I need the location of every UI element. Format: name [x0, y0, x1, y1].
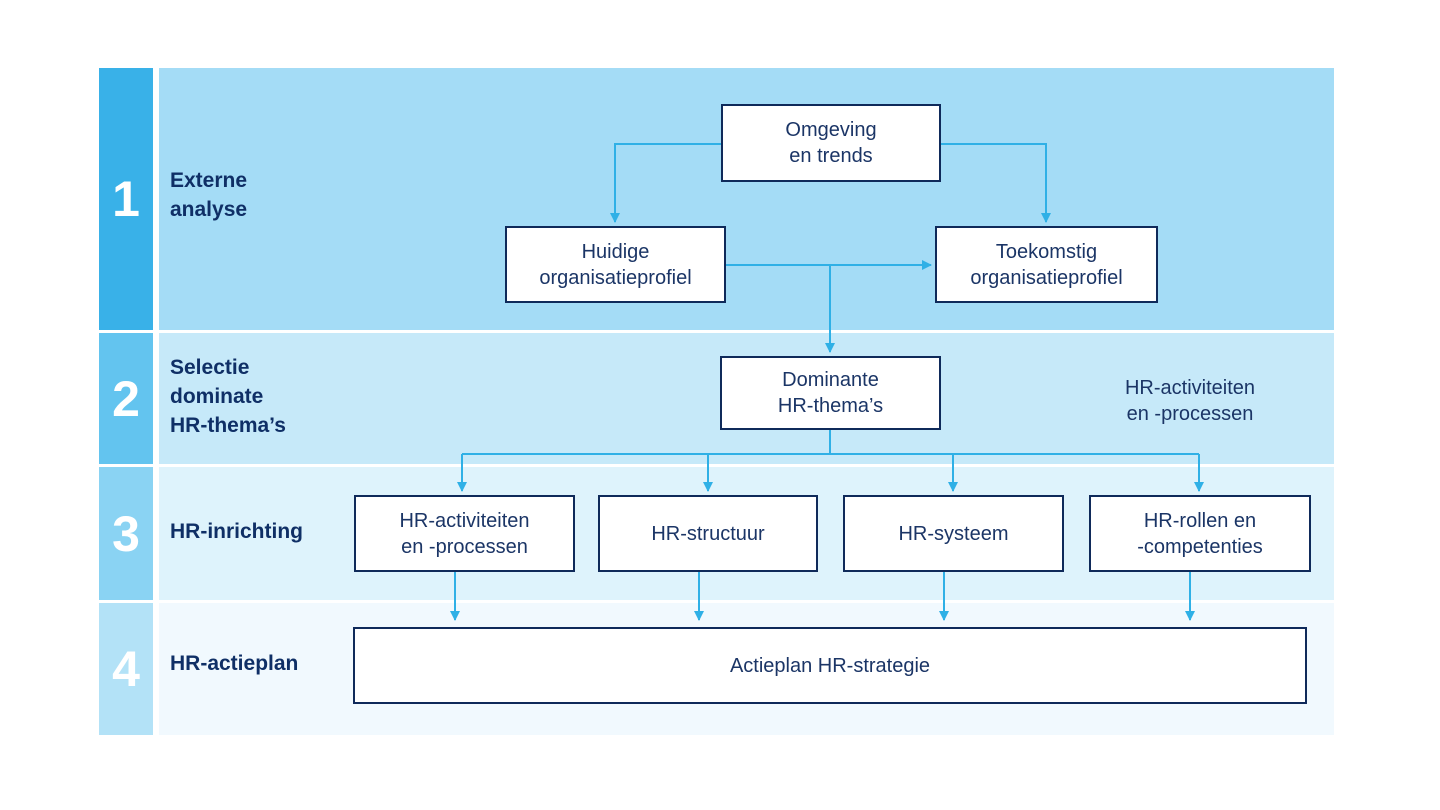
- phase-1-label-line-2: analyse: [170, 198, 248, 221]
- box-hr-structuur-line-1: HR-structuur: [651, 522, 765, 545]
- box-hr-activiteiten: HR-activiteiten en -processen: [354, 495, 575, 572]
- phase-3-label: HR-inrichting: [170, 516, 303, 546]
- phase-2-label-line-3: HR-thema’s: [170, 414, 286, 437]
- box-toekomstig-line-1: Toekomstig: [995, 240, 1098, 263]
- box-hr-activiteiten-line-2: en -processen: [401, 535, 528, 558]
- box-hr-systeem: HR-systeem: [843, 495, 1064, 572]
- box-hr-structuur: HR-structuur: [598, 495, 818, 572]
- phase-4-label: HR-actieplan: [170, 648, 298, 678]
- phase-4-number: 4: [99, 603, 153, 735]
- box-actieplan-hr-strategie: Actieplan HR-strategie: [353, 627, 1307, 704]
- box-hr-rollen-en-competenties: HR-rollen en -competenties: [1089, 495, 1311, 572]
- box-dominante-line-1: Dominante: [782, 369, 879, 391]
- phase-1-label: Externe analyse: [170, 166, 247, 224]
- box-dominante-line-2: HR-thema’s: [777, 395, 884, 417]
- box-toekomstig-organisatieprofiel: Toekomstig organisatieprofiel: [935, 226, 1158, 303]
- phase-3-label-line-1: HR-inrichting: [170, 519, 303, 543]
- box-dominante-hr-themas: Dominante HR-thema’s: [720, 356, 941, 430]
- box-omgeving-line-1: Omgeving: [785, 119, 877, 141]
- side-note-line-2: en -processen: [1126, 403, 1254, 425]
- phase-2-label: Selectie dominate HR-thema’s: [170, 353, 286, 440]
- phase-2-label-line-1: Selectie: [170, 356, 250, 379]
- phase-4-label-line-1: HR-actieplan: [170, 651, 299, 675]
- box-huidige-organisatieprofiel: Huidige organisatieprofiel: [505, 226, 726, 303]
- box-hr-rollen-line-2: -competenties: [1137, 535, 1263, 558]
- box-hr-rollen-line-1: HR-rollen en: [1143, 509, 1257, 532]
- phase-2-label-line-2: dominate: [170, 385, 264, 408]
- box-huidige-line-2: organisatieprofiel: [539, 266, 692, 289]
- box-huidige-line-1: Huidige: [581, 240, 650, 263]
- side-note-hr-activiteiten: HR-activiteiten en -processen: [1088, 375, 1292, 427]
- phase-2-number: 2: [99, 333, 153, 464]
- box-hr-activiteiten-line-1: HR-activiteiten: [399, 509, 530, 532]
- side-note-line-1: HR-activiteiten: [1124, 377, 1256, 399]
- box-hr-systeem-line-1: HR-systeem: [898, 522, 1009, 545]
- phase-3-number: 3: [99, 467, 153, 600]
- phase-1-number: 1: [99, 68, 153, 330]
- phase-1-label-line-1: Externe: [170, 169, 248, 192]
- box-actieplan-line-1: Actieplan HR-strategie: [729, 654, 931, 677]
- box-toekomstig-line-2: organisatieprofiel: [970, 266, 1123, 289]
- box-omgeving-en-trends: Omgeving en trends: [721, 104, 941, 182]
- box-omgeving-line-2: en trends: [789, 145, 873, 167]
